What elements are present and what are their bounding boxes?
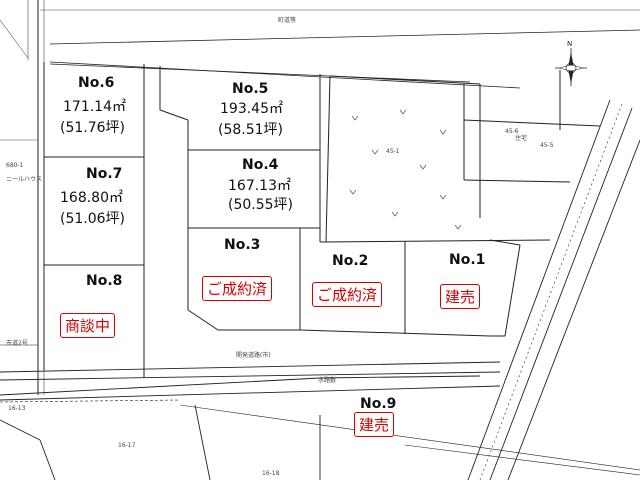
west-note: ニールハウス — [6, 176, 43, 183]
top-road — [40, 9, 640, 89]
lot-boundaries — [43, 62, 601, 378]
lot-5-tsubo: (58.51坪) — [218, 122, 284, 138]
lot-4-tsubo: (50.55坪) — [228, 197, 294, 213]
lot-5-area: 193.45㎡ — [220, 101, 283, 117]
west-road-note: 市道2号 — [6, 340, 28, 347]
road-note-2: 開発道路(市) — [236, 352, 271, 359]
vegetation-marks — [349, 109, 462, 230]
compass-rose-icon: N — [553, 38, 589, 88]
railway — [467, 99, 640, 480]
south-parcel-note-3: 16-13 — [8, 405, 26, 412]
lot-6-number: No.6 — [78, 75, 115, 91]
lot-7-tsubo: (51.06坪) — [60, 211, 126, 227]
lot-9-status-badge: 建売 — [354, 412, 395, 437]
lot-2-status-badge: ご成約済 — [312, 282, 383, 307]
lot-2-number: No.2 — [332, 253, 369, 269]
lot-6-area: 171.14㎡ — [63, 99, 126, 115]
lot-3-number: No.3 — [224, 237, 261, 253]
house-note: 住宅 — [515, 135, 528, 142]
south-parcel-note-1: 16-17 — [118, 442, 136, 449]
road-note: 水路敷 — [318, 377, 337, 384]
lot-8-number: No.8 — [86, 273, 123, 289]
lot-1-status-badge: 建売 — [440, 284, 481, 309]
lot-9-number: No.9 — [360, 396, 397, 412]
south-road — [0, 361, 640, 480]
top-road-note: 町道等 — [278, 17, 297, 24]
south-parcel-note-2: 16-18 — [262, 470, 280, 477]
west-boundary — [0, 0, 45, 395]
lot-7-number: No.7 — [86, 166, 123, 182]
lot-4-number: No.4 — [242, 157, 279, 173]
lot-8-status-badge: 商談中 — [60, 313, 116, 338]
parcel-ne-note: 45-6 — [505, 128, 519, 135]
compass-north-label: N — [567, 40, 572, 48]
west-parcel-note: 680-1 — [6, 162, 24, 169]
lot-5-number: No.5 — [232, 81, 269, 97]
lot-3-status-badge: ご成約済 — [202, 276, 273, 301]
lot-7-area: 168.80㎡ — [60, 190, 123, 206]
parcel-ne2-note: 45-5 — [540, 142, 554, 149]
lot-1-number: No.1 — [449, 252, 486, 268]
parcel-east-note: 45-1 — [386, 148, 400, 155]
lot-4-area: 167.13㎡ — [228, 178, 291, 194]
lot-6-tsubo: (51.76坪) — [60, 120, 126, 136]
